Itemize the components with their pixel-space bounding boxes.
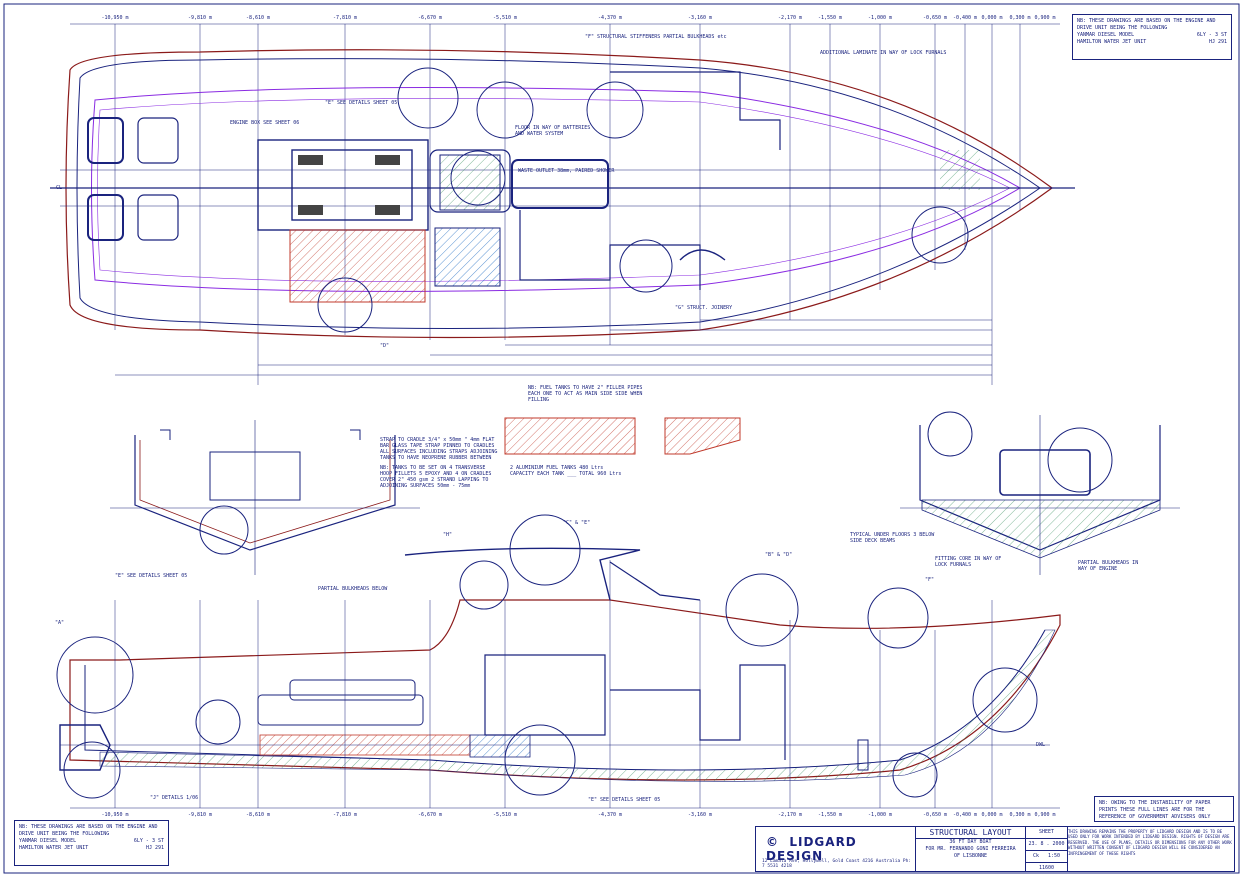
scale-tick-label: -1,000 m [867,15,893,21]
note-top-heading: NB: THESE DRAWINGS ARE BASED ON THE ENGI… [1077,18,1216,31]
title-block: © LIDGARD DESIGN 12 Lamata Ave, Hollywel… [755,826,1235,872]
fuel-tank-port [289,229,426,303]
detail-e-sheet2-label: "E" SEE DETAILS SHEET 05 [588,797,661,803]
scale-tick-label: -9,810 m [187,812,213,818]
plan-hull-outer [65,49,1054,339]
dwl-label: DWL [1036,742,1046,748]
copyright-text: THIS DRAWING REMAINS THE PROPERTY OF LID… [1068,829,1232,856]
detail-e-sheet-label: "E" SEE DETAILS SHEET 05 [115,573,188,579]
scale-tick-label: -0,650 m [922,812,948,818]
fuel-note-label: NB: FUEL TANKS TO HAVE 2" FILLER PIPES E… [528,385,643,403]
scale-tick-label: -8,610 m [245,15,271,21]
scale-tick-label: -8,610 m [245,812,271,818]
date-value: 23. 8 . 2000 [1026,839,1067,851]
scale-tick-label: -1,550 m [817,812,843,818]
plan-sheer-line [91,87,1021,292]
scale-tick-label: -3,160 m [687,812,713,818]
scale-tick-label: -10,950 m [101,812,129,818]
client-name: FOR MR. FERNANDO GONI FERREIRA [925,846,1016,852]
scale-tick-label: -4,370 m [597,15,623,21]
detail-d-label: "D" [380,343,390,349]
scale-tick-label: 0,900 m [1034,15,1056,21]
see-detail-label: "E" SEE DETAILS SHEET 05 [325,100,398,106]
detail-b-label: "B" & "D" [765,552,793,558]
scale-tick-label: 0,300 m [1009,812,1031,818]
engine-box [257,139,429,231]
drawing-number: 11600 [1038,865,1055,871]
scale-tick-label: -9,810 m [187,15,213,21]
engine-box-label: ENGINE BOX SEE SHEET 06 [230,120,300,126]
typical-under-label: TYPICAL UNDER FLOORS 3 BELOW SIDE DECK B… [850,532,935,544]
scale-tick-label: -7,810 m [332,812,358,818]
profile-view [56,514,1061,808]
scale-tick-label: -2,170 m [777,812,803,818]
note-bottom-right: NB: OWING TO THE INSTABILITY OF PAPER PR… [1094,796,1234,822]
detail-f-label: "F" [925,577,935,583]
scale-tick-label: -1,550 m [817,15,843,21]
scale-tick-label: 0,000 m [981,812,1003,818]
scale-tick-label: -3,160 m [687,15,713,21]
scale-tick-label: -4,370 m [597,812,623,818]
scale-tick-label: -7,810 m [332,15,358,21]
scale-tick-label: 0,900 m [1034,812,1056,818]
partial-bh-label: PARTIAL BULKHEADS BELOW [318,586,388,592]
scale-tick-label: -0,400 m [952,15,978,21]
aft-section [110,420,420,575]
firm-block: © LIDGARD DESIGN 12 Lamata Ave, Hollywel… [756,827,916,871]
additional-laminate-label: ADDITIONAL LAMINATE IN WAY OF LOCK FURNA… [820,50,947,56]
boat-name: 36 FT DAY BOAT [949,839,992,845]
scale-tick-label: 0,000 m [981,15,1003,21]
sheet-border [3,3,1240,874]
strap-note-label: STRAP TO CRADLE 3/4" x 50mm " 4mm FLAT B… [380,437,498,461]
structural-note-label: "F" STRUCTURAL STIFFENERS PARTIAL BULKHE… [585,34,727,40]
plan-view [50,24,1075,385]
firm-address: 12 Lamata Ave, Hollywell, Gold Coast 421… [762,859,912,869]
fitting-core-label: FITTING CORE IN WAY OF LOCK FURNALS [935,556,1002,568]
forward-section [900,411,1180,575]
scale-tick-label: 0,300 m [1009,15,1031,21]
scale-tick-label: -5,510 m [492,812,518,818]
detail-c-label: "C" & "E" [563,520,591,526]
sheet-label: SHEET [1026,827,1067,839]
scale-tick-label: -5,510 m [492,15,518,21]
client-location: OF LISBONNE [953,853,988,859]
detail-j-label: "J" DETAILS 1/06 [150,795,199,801]
scale-tick-label: -0,400 m [952,812,978,818]
detail-a-label: "A" [55,620,65,626]
scale-tick-label: -2,170 m [777,15,803,21]
scale-tick-label: -6,670 m [417,812,443,818]
firm-name: © LIDGARD DESIGN [766,835,857,863]
drawing-title-block: STRUCTURAL LAYOUT 36 FT DAY BOAT FOR MR.… [916,827,1026,871]
scale-tick-label: -6,670 m [417,15,443,21]
detail-h-label: "H" [443,532,453,538]
scale-value: Ck 1:50 [1026,851,1067,863]
note-bottom-heading: NB: THESE DRAWINGS ARE BASED ON THE ENGI… [19,824,158,837]
waste-outlet-label: WASTE OUTLET 38mm, PAIRED SHOWER [518,168,615,174]
meta-block: SHEET 23. 8 . 2000 Ck 1:50 11600 [1026,827,1068,871]
detail-g-label: "G" STRUCT. JOINERY [675,305,733,311]
drawing-title: STRUCTURAL LAYOUT [916,827,1025,839]
tank-note-label: NB: TANKS TO BE SET ON 4 TRANSVERSE HOOP… [380,465,492,489]
plan-hull-inner [76,58,1041,329]
alum-tanks-label: 2 ALUMINIUM FUEL TANKS 480 Ltrs CAPACITY… [510,465,622,477]
floor-in-way-label: FLOOR IN WAY OF BATTERIES AND WATER SYST… [515,125,591,137]
note-top-right: NB: THESE DRAWINGS ARE BASED ON THE ENGI… [1072,14,1232,60]
partial-bulkheads-engine-label: PARTIAL BULKHEADS IN WAY OF ENGINE [1078,560,1139,572]
scale-tick-label: -0,650 m [922,15,948,21]
fuel-tank-details [504,417,741,455]
scale-tick-label: -1,000 m [867,812,893,818]
cl-label: CL [56,185,63,191]
note-bottom-left: NB: THESE DRAWINGS ARE BASED ON THE ENGI… [14,820,169,866]
scale-tick-label: -10,950 m [101,15,129,21]
